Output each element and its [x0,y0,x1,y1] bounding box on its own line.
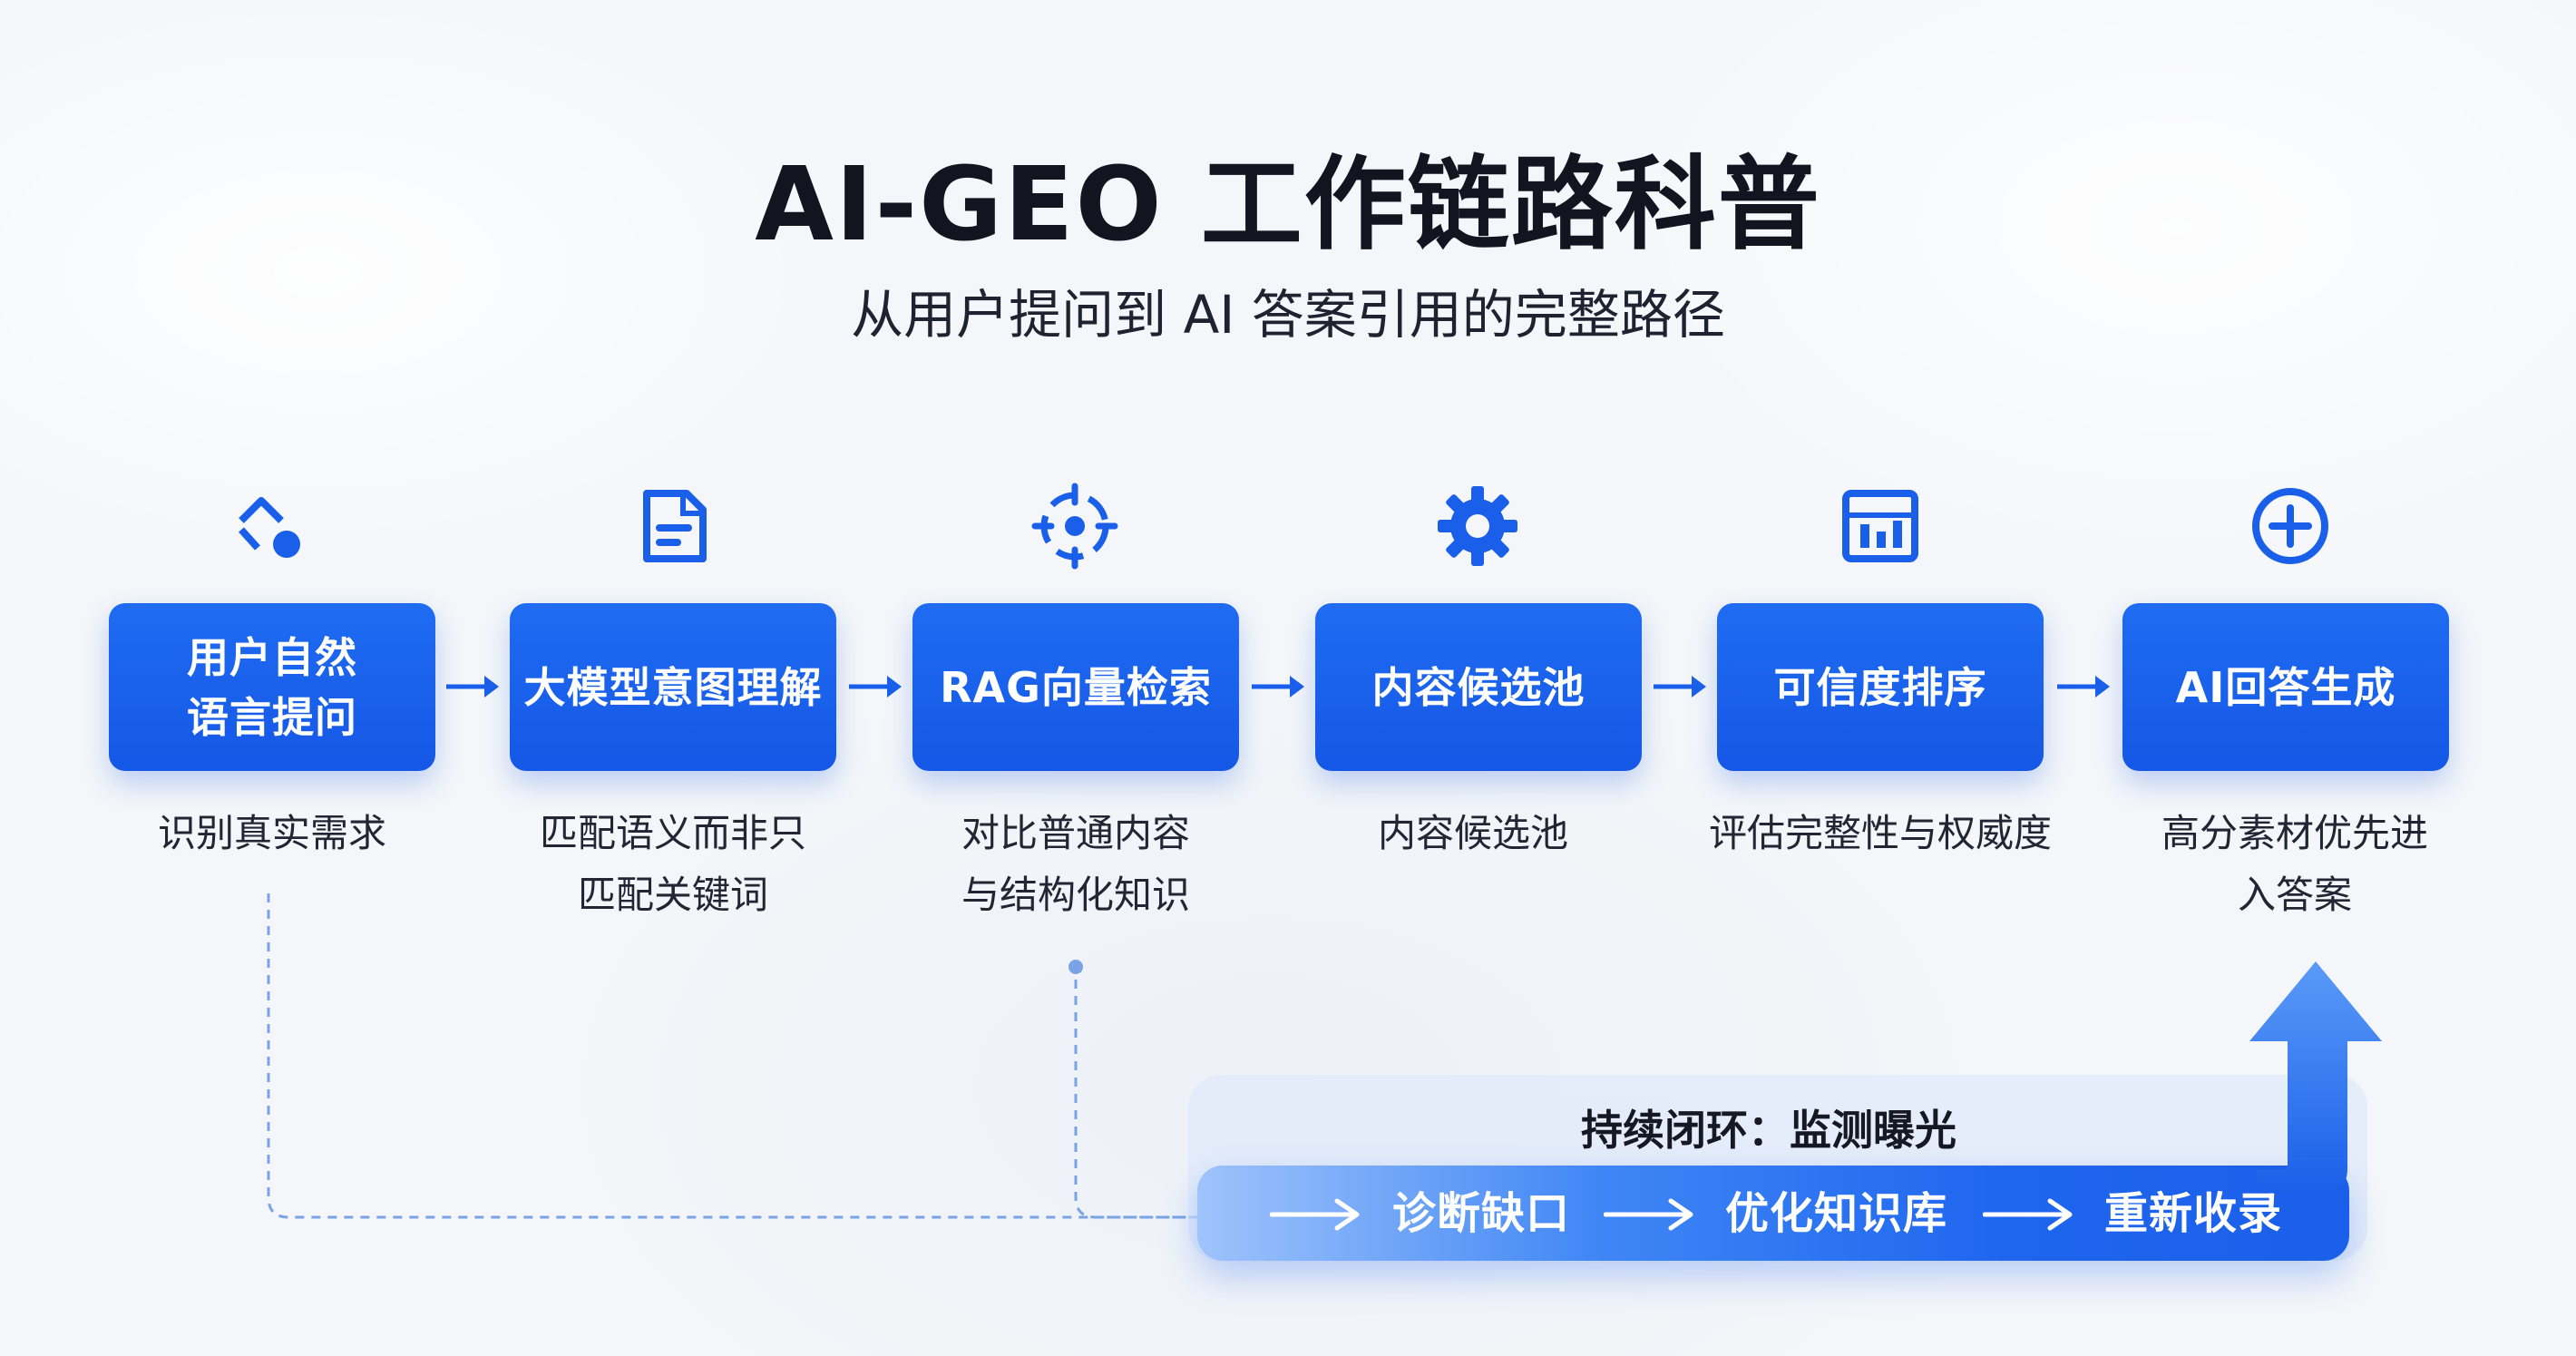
document-icon [630,483,717,570]
loop-item: 诊断缺口 [1392,1188,1571,1239]
target-icon [1031,483,1118,570]
ranking-icon [1837,483,1924,570]
step-description: 对比普通内容 与结构化知识 [961,811,1190,917]
loop-item: 重新收录 [2104,1188,2283,1239]
arrow-right-icon [1250,668,1306,705]
loop-title: 持续闭环：监测曝光 [1581,1106,1956,1155]
page-title: AI-GEO 工作链路科普 [755,146,1821,264]
step-description: 评估完整性与权威度 [1708,811,2052,855]
arrow-right-icon [847,668,903,705]
step-rag-retrieval: RAG向量检索 [912,603,1239,771]
step-answer-generation: AI回答生成 [2122,603,2449,771]
page-subtitle: 从用户提问到 AI 答案引用的完整路径 [851,284,1725,346]
arrow-right-icon [2055,668,2112,705]
arrow-right-icon [1270,1195,1361,1234]
step-description: 匹配语义而非只 匹配关键词 [539,811,806,917]
step-description: 识别真实需求 [157,811,386,855]
step-candidate-pool: 内容候选池 [1315,603,1642,771]
gear-icon [1434,483,1521,570]
loop-band [1197,1166,2349,1261]
arrow-right-icon [444,668,501,705]
loop-item: 优化知识库 [1725,1188,1948,1239]
step-description: 内容候选池 [1377,811,1568,855]
arrow-right-icon [1604,1195,1694,1234]
arrow-right-icon [1652,668,1708,705]
plus-circle-icon [2247,483,2334,570]
step-credibility-ranking: 可信度排序 [1717,603,2044,771]
up-arrow-icon [2248,960,2384,1195]
step-intent-understanding: 大模型意图理解 [510,603,836,771]
step-user-query: 用户自然 语言提问 [109,603,435,771]
arrow-right-icon [1983,1195,2073,1234]
user-query-icon [227,483,314,570]
step-description: 高分素材优先进 入答案 [2161,811,2428,917]
